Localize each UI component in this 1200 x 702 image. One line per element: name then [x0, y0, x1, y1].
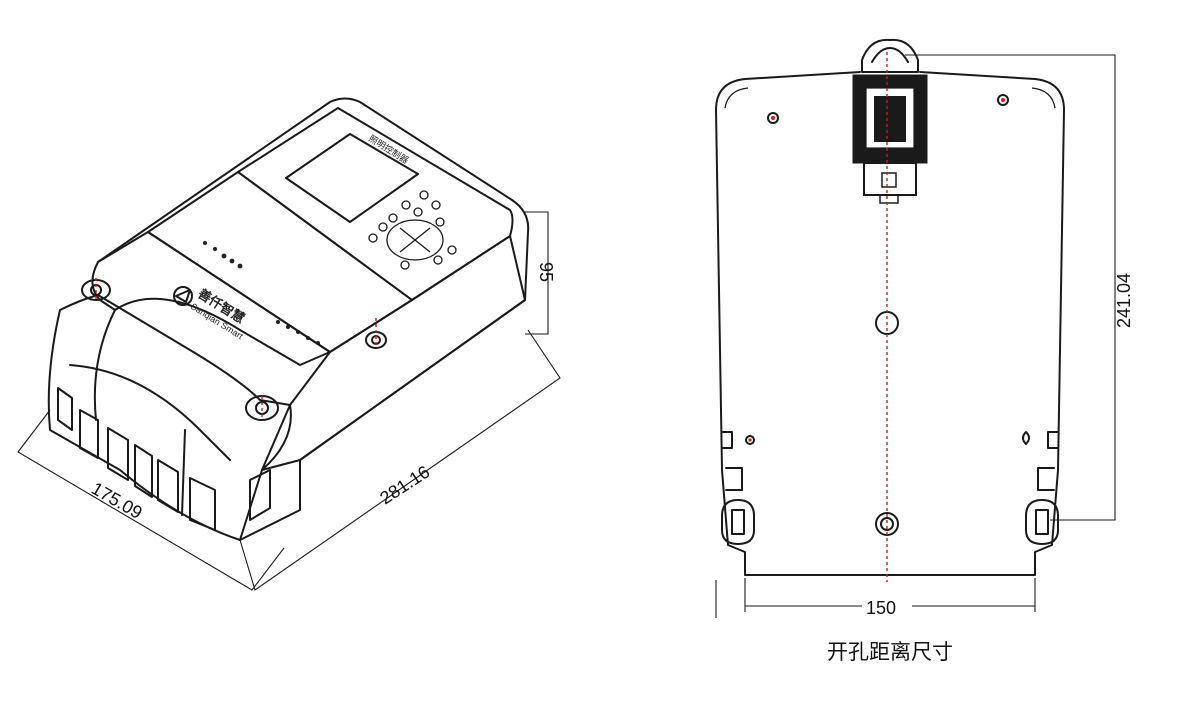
key-3 — [401, 200, 411, 210]
front-vents — [57, 387, 271, 531]
dim-mount-width-label: 150 — [866, 598, 896, 618]
isometric-device-view: 照明控制器 — [17, 97, 561, 591]
side-bottom — [239, 459, 301, 541]
dim-height-label: 95 — [536, 262, 556, 282]
caption-hole-spacing: 开孔距离尺寸 — [827, 640, 953, 664]
key-9 — [447, 245, 457, 255]
front-curve — [69, 364, 231, 461]
rear-mounting-view: 241.04 150 — [715, 38, 1134, 618]
key-11 — [400, 260, 410, 270]
key-5 — [431, 200, 441, 210]
key-8 — [378, 222, 388, 232]
brand-logo: 善仟智慧 Sanqian Smart — [173, 286, 247, 342]
dim-mount-height-label: 241.04 — [1114, 273, 1134, 328]
dim-height-3d: 95 — [525, 211, 556, 335]
front-rib-mid — [181, 429, 186, 516]
key-4 — [419, 190, 429, 200]
front-face — [47, 294, 292, 541]
side-edge — [299, 299, 526, 461]
terminal-cover — [91, 231, 331, 366]
lcd-screen — [285, 133, 419, 223]
logo-mark-icon — [173, 286, 193, 306]
side-clips — [721, 431, 1059, 545]
top-hanger — [852, 38, 928, 204]
nav-pad-ring — [386, 219, 444, 261]
rear-corner-left — [724, 87, 749, 109]
rear-bottom-outline — [721, 469, 1059, 576]
nav-pad-cross — [399, 227, 431, 253]
key-2 — [388, 213, 398, 223]
key-10 — [433, 255, 443, 265]
dim-mount-width: 150 — [715, 578, 1036, 618]
dim-width-label: 175.09 — [88, 478, 146, 523]
front-rib-left — [93, 309, 116, 421]
keypad — [368, 190, 457, 270]
key-6 — [413, 207, 423, 217]
key-7 — [435, 217, 445, 227]
dim-length-3d: 281.16 — [239, 329, 561, 591]
right-side-body — [261, 235, 526, 471]
key-1 — [368, 233, 378, 243]
dim-length-label: 281.16 — [376, 462, 433, 509]
top-cover-outline — [97, 97, 530, 301]
dim-mount-height: 241.04 — [905, 54, 1134, 521]
dim-width-3d: 175.09 — [17, 409, 285, 591]
rear-outline — [715, 71, 1065, 471]
bottom-hole-inner — [880, 517, 894, 531]
screw-bosses — [81, 278, 387, 421]
rear-corner-right — [1031, 87, 1056, 109]
